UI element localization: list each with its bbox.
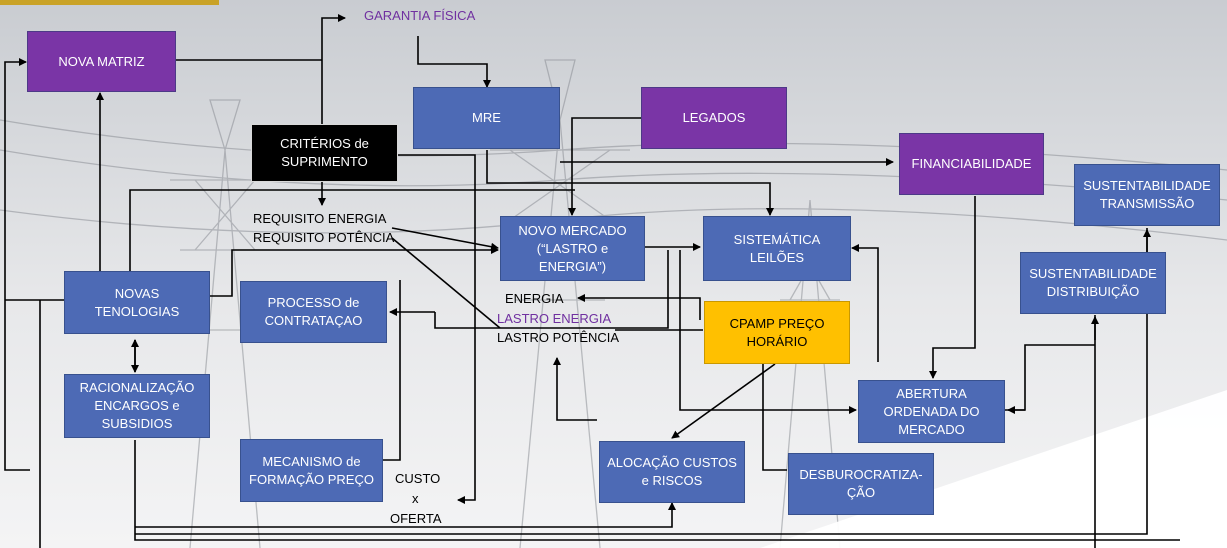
label-garantia-fisica: GARANTIA FÍSICA: [364, 8, 476, 23]
label-requisito-potencia: REQUISITO POTÊNCIA: [253, 230, 395, 245]
box-mecanismo-formacao-preco: MECANISMO de FORMAÇÃO PREÇO: [240, 439, 383, 502]
box-sistematica-leiloes: SISTEMÁTICA LEILÕES: [703, 216, 851, 281]
box-abertura-mercado: ABERTURA ORDENADA DO MERCADO: [858, 380, 1005, 443]
box-legados: LEGADOS: [641, 87, 787, 149]
box-nova-matriz: NOVA MATRIZ: [27, 31, 176, 92]
label-x: x: [412, 491, 419, 506]
box-novo-mercado: NOVO MERCADO (“LASTRO e ENERGIA”): [500, 216, 645, 281]
box-processo-contratacao: PROCESSO de CONTRATAÇAO: [240, 281, 387, 343]
box-mre: MRE: [413, 87, 560, 149]
box-racionalizacao-encargos: RACIONALIZAÇÃO ENCARGOS e SUBSIDIOS: [64, 374, 210, 438]
box-desburocratizacao: DESBUROCRATIZA- ÇÃO: [788, 453, 934, 515]
label-energia: ENERGIA: [505, 291, 564, 306]
box-sustentabilidade-transmissao: SUSTENTABILIDADE TRANSMISSÃO: [1074, 164, 1220, 226]
box-cpamp-preco-horario: CPAMP PREÇO HORÁRIO: [704, 301, 850, 364]
label-oferta: OFERTA: [390, 511, 442, 526]
box-sustentabilidade-distribuicao: SUSTENTABILIDADE DISTRIBUIÇÃO: [1020, 252, 1166, 314]
label-lastro-potencia: LASTRO POTÊNCIA: [497, 330, 620, 345]
header-accent-bar: [0, 0, 219, 5]
box-financiabilidade: FINANCIABILIDADE: [899, 133, 1044, 195]
box-criterios-suprimento: CRITÉRIOS de SUPRIMENTO: [251, 124, 398, 182]
label-lastro-energia: LASTRO ENERGIA: [497, 311, 612, 326]
box-novas-tecnologias: NOVAS TENOLOGIAS: [64, 271, 210, 334]
label-requisito-energia: REQUISITO ENERGIA: [253, 211, 387, 226]
box-alocacao-custos-riscos: ALOCAÇÃO CUSTOS e RISCOS: [599, 441, 745, 503]
label-custo: CUSTO: [395, 471, 441, 486]
